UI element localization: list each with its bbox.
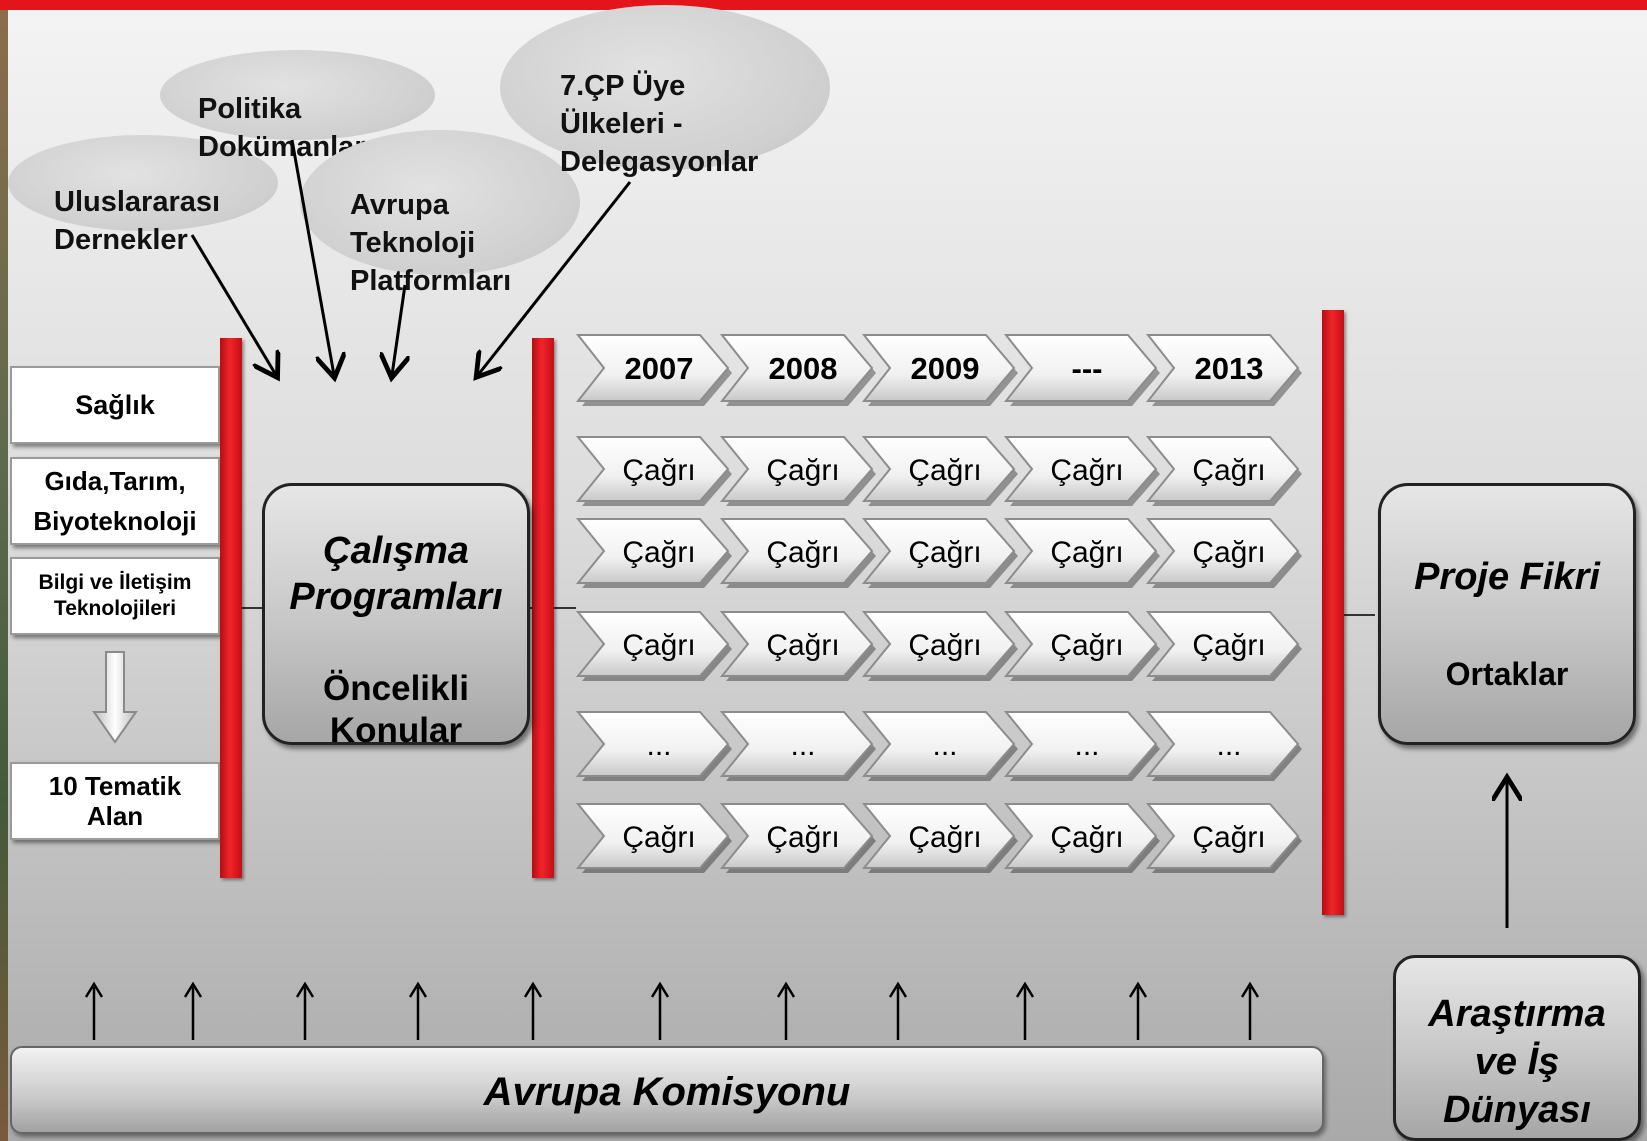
call-label: Çağrı [1192,454,1265,487]
call-chevron: Çağrı [575,518,732,588]
down-arrow-icon [92,651,138,744]
work-programmes-subtitle: Öncelikli Konular [323,669,469,750]
year-chevron: 2007 [575,334,732,406]
call-label: ... [1216,729,1241,762]
call-label: Çağrı [1050,536,1123,569]
call-chevron: ... [1003,711,1160,781]
call-chevron: ... [719,711,876,781]
call-chevron: ... [575,711,732,781]
call-label: Çağrı [622,536,695,569]
work-programmes-box: Çalışma Programları Öncelikli Konular [262,483,530,750]
call-label: Çağrı [766,821,839,854]
call-chevron: ... [861,711,1018,781]
call-chevron: Çağrı [575,803,732,873]
theme-food-label: Gıda,Tarım, Biyoteknoloji [33,466,197,536]
year-label: 2013 [1195,351,1264,386]
year-label: 2009 [911,351,980,386]
year-label: --- [1072,351,1103,386]
call-label: Çağrı [766,536,839,569]
european-commission-label: Avrupa Komisyonu [483,1070,851,1114]
call-chevron: Çağrı [719,803,876,873]
project-idea-subtitle: Ortaklar [1445,656,1569,692]
call-label: Çağrı [1192,821,1265,854]
red-separator-left [220,338,242,878]
call-label: Çağrı [908,536,981,569]
call-chevron: Çağrı [719,518,876,588]
call-chevron: Çağrı [719,436,876,506]
call-chevron: Çağrı [575,611,732,681]
call-label: Çağrı [766,629,839,662]
bubble-member-states: 7.ÇP Üye Ülkeleri - Delegasyonlar [500,5,830,178]
year-label: 2008 [769,351,838,386]
call-label: ... [646,729,671,762]
call-label: Çağrı [1192,629,1265,662]
theme-ict-label: Bilgi ve İletişim Teknolojileri [38,571,192,620]
bubble-member-states-text: 7.ÇP Üye Ülkeleri - Delegasyonlar [560,70,759,178]
call-label: Çağrı [908,629,981,662]
call-label: Çağrı [1050,629,1123,662]
year-label: 2007 [625,351,694,386]
theme-ten-areas-label: 10 Tematik Alan [48,771,182,831]
bubble-international-associations: Uluslararası Dernekler [8,135,278,256]
call-label: Çağrı [1192,536,1265,569]
theme-box-ten-areas: 10 Tematik Alan [10,762,220,840]
call-label: Çağrı [908,821,981,854]
call-chevron: Çağrı [1145,803,1302,873]
call-chevron: Çağrı [1145,436,1302,506]
call-chevron: Çağrı [1003,436,1160,506]
year-chevron: 2009 [861,334,1018,406]
call-chevron: Çağrı [719,611,876,681]
red-separator-right [1322,310,1344,915]
call-chevron: Çağrı [1145,518,1302,588]
theme-box-food: Gıda,Tarım, Biyoteknoloji [10,457,220,545]
year-chevron: 2008 [719,334,876,406]
bubble-international-associations-text: Uluslararası Dernekler [54,186,221,256]
call-label: ... [790,729,815,762]
project-idea-title: Proje Fikri [1414,556,1600,598]
theme-box-health: Sağlık [10,366,220,444]
work-programmes-title: Çalışma Programları [289,530,503,618]
call-label: Çağrı [622,454,695,487]
bubble-policy-documents: Politika Dokümanları [160,50,435,163]
call-chevron: Çağrı [861,518,1018,588]
call-label: Çağrı [622,629,695,662]
call-label: Çağrı [908,454,981,487]
bubble-policy-documents-text: Politika Dokümanları [198,93,374,163]
theme-box-ict: Bilgi ve İletişim Teknolojileri [10,557,220,635]
top-red-band [0,0,1647,10]
call-label: Çağrı [766,454,839,487]
call-label: Çağrı [622,821,695,854]
research-business-box: Araştırma ve İş Dünyası [1393,955,1641,1141]
call-label: Çağrı [1050,821,1123,854]
research-business-label: Araştırma ve İş Dünyası [1428,993,1606,1131]
project-idea-box: Proje Fikri Ortaklar [1378,483,1636,745]
call-chevron: Çağrı [861,803,1018,873]
year-chevron: --- [1003,334,1160,406]
call-chevron: Çağrı [1003,611,1160,681]
call-chevron: Çağrı [861,436,1018,506]
call-label: Çağrı [1050,454,1123,487]
call-chevron: Çağrı [575,436,732,506]
left-photo-strip [0,10,8,1141]
call-chevron: Çağrı [861,611,1018,681]
call-chevron: Çağrı [1003,518,1160,588]
call-label: ... [932,729,957,762]
red-separator-middle [532,338,554,878]
theme-health-label: Sağlık [75,389,155,420]
year-chevron: 2013 [1145,334,1302,406]
call-label: ... [1074,729,1099,762]
call-chevron: Çağrı [1003,803,1160,873]
call-chevron: Çağrı [1145,611,1302,681]
european-commission-bar: Avrupa Komisyonu [10,1046,1324,1134]
call-chevron: ... [1145,711,1302,781]
